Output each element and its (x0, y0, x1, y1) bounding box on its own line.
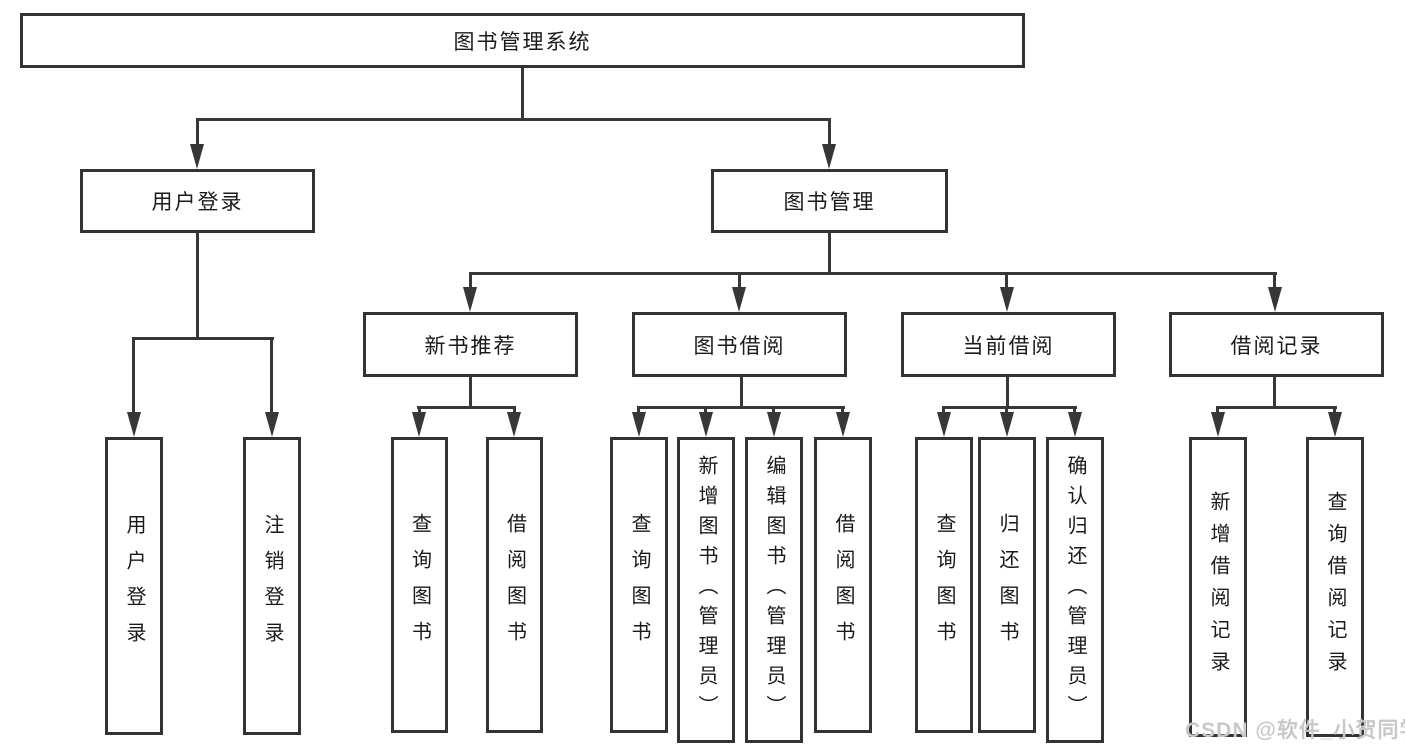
connector-drop-line (942, 406, 945, 415)
connector-borrow-records-rail (1216, 406, 1337, 409)
leaf-borrow-borrow-book: 借阅图书 (814, 437, 872, 733)
arrow-down-icon (507, 412, 521, 437)
node-root-label: 图书管理系统 (453, 30, 592, 54)
leaf-borrow-query-book: 查询图书 (610, 437, 668, 733)
connector-new-book-stem (469, 377, 472, 409)
connector-drop-line (841, 406, 844, 415)
arrow-down-icon (1211, 412, 1225, 437)
arrow-down-icon (836, 412, 850, 437)
arrow-down-icon (190, 144, 204, 169)
connector-book-management-rail (469, 272, 1277, 275)
node-book-borrow: 图书借阅 (632, 312, 847, 377)
connector-drop-line (196, 118, 199, 147)
arrow-down-icon (1000, 412, 1014, 437)
node-borrow-records: 借阅记录 (1169, 312, 1384, 377)
connector-user-login-rail (132, 337, 274, 340)
connector-new-book-rail (417, 406, 516, 409)
connector-drop-line (469, 272, 472, 290)
node-new-book-recommend-label: 新书推荐 (424, 334, 517, 358)
node-book-management-label: 图书管理 (783, 191, 876, 214)
connector-drop-line (270, 337, 273, 415)
leaf-borrow-query-book-label: 查询图书 (628, 513, 650, 657)
node-current-borrow-label: 当前借阅 (962, 334, 1055, 358)
connector-drop-line (1273, 272, 1276, 290)
connector-drop-line (738, 272, 741, 290)
connector-book-borrow-stem (740, 377, 743, 409)
arrow-down-icon (1328, 412, 1342, 437)
leaf-confirm-return-admin: 确认归还（管理员） (1046, 437, 1104, 743)
leaf-add-borrow-record-label: 新增借阅记录 (1207, 491, 1229, 683)
connector-drop-line (828, 118, 831, 147)
node-borrow-records-label: 借阅记录 (1230, 334, 1323, 358)
connector-drop-line (1005, 406, 1008, 415)
leaf-add-book-admin-label: 新增图书（管理员） (695, 455, 717, 725)
node-current-borrow: 当前借阅 (901, 312, 1116, 377)
leaf-current-query-book-label: 查询图书 (933, 513, 955, 657)
leaf-user-login-label: 用户登录 (123, 514, 145, 658)
connector-borrow-records-stem (1273, 377, 1276, 409)
leaf-edit-book-admin-label: 编辑图书（管理员） (763, 455, 785, 725)
leaf-borrow-borrow-book-label: 借阅图书 (832, 513, 854, 657)
leaf-query-borrow-record: 查询借阅记录 (1306, 437, 1364, 737)
connector-user-login-stem (196, 233, 199, 340)
leaf-current-query-book: 查询图书 (915, 437, 973, 733)
connector-drop-line (1216, 406, 1219, 415)
node-book-management: 图书管理 (711, 169, 948, 233)
connector-current-borrow-rail (942, 406, 1077, 409)
leaf-logout: 注销登录 (243, 437, 301, 735)
connector-drop-line (418, 406, 421, 415)
leaf-return-book-label: 归还图书 (996, 513, 1018, 657)
leaf-confirm-return-admin-label: 确认归还（管理员） (1064, 455, 1086, 725)
connector-root-stem (521, 68, 524, 121)
connector-drop-line (1333, 406, 1336, 415)
connector-root-rail (196, 118, 831, 121)
connector-drop-line (704, 406, 707, 415)
arrow-down-icon (127, 412, 141, 437)
arrow-down-icon (822, 144, 836, 169)
arrow-down-icon (767, 412, 781, 437)
leaf-query-borrow-record-label: 查询借阅记录 (1324, 491, 1346, 683)
leaf-newrec-query-book-label: 查询图书 (408, 513, 431, 657)
leaf-return-book: 归还图书 (978, 437, 1036, 733)
leaf-user-login: 用户登录 (105, 437, 163, 735)
connector-book-borrow-rail (637, 406, 845, 409)
node-new-book-recommend: 新书推荐 (363, 312, 578, 377)
leaf-add-borrow-record: 新增借阅记录 (1189, 437, 1247, 737)
arrow-down-icon (412, 412, 426, 437)
connector-drop-line (772, 406, 775, 415)
connector-book-management-stem (828, 233, 831, 275)
arrow-down-icon (1068, 412, 1082, 437)
arrow-down-icon (265, 412, 279, 437)
connector-current-borrow-stem (1006, 377, 1009, 409)
arrow-down-icon (632, 412, 646, 437)
csdn-watermark: CSDN @软件_小贺同学 (1185, 719, 1405, 742)
arrow-down-icon (732, 287, 746, 312)
leaf-newrec-borrow-book: 借阅图书 (486, 437, 543, 733)
leaf-logout-label: 注销登录 (261, 514, 283, 658)
leaf-edit-book-admin: 编辑图书（管理员） (745, 437, 803, 743)
arrow-down-icon (1000, 287, 1014, 312)
leaf-add-book-admin: 新增图书（管理员） (677, 437, 735, 743)
arrow-down-icon (463, 287, 477, 312)
connector-drop-line (1073, 406, 1076, 415)
node-book-borrow-label: 图书借阅 (693, 334, 786, 358)
arrow-down-icon (1268, 287, 1282, 312)
connector-drop-line (637, 406, 640, 415)
connector-drop-line (513, 406, 516, 415)
node-root: 图书管理系统 (20, 13, 1025, 68)
node-user-login-label: 用户登录 (151, 191, 244, 214)
arrow-down-icon (699, 412, 713, 437)
connector-drop-line (1005, 272, 1008, 290)
leaf-newrec-borrow-book-label: 借阅图书 (503, 513, 526, 657)
arrow-down-icon (937, 412, 951, 437)
leaf-newrec-query-book: 查询图书 (391, 437, 448, 733)
node-user-login: 用户登录 (80, 169, 315, 233)
connector-drop-line (132, 337, 135, 415)
